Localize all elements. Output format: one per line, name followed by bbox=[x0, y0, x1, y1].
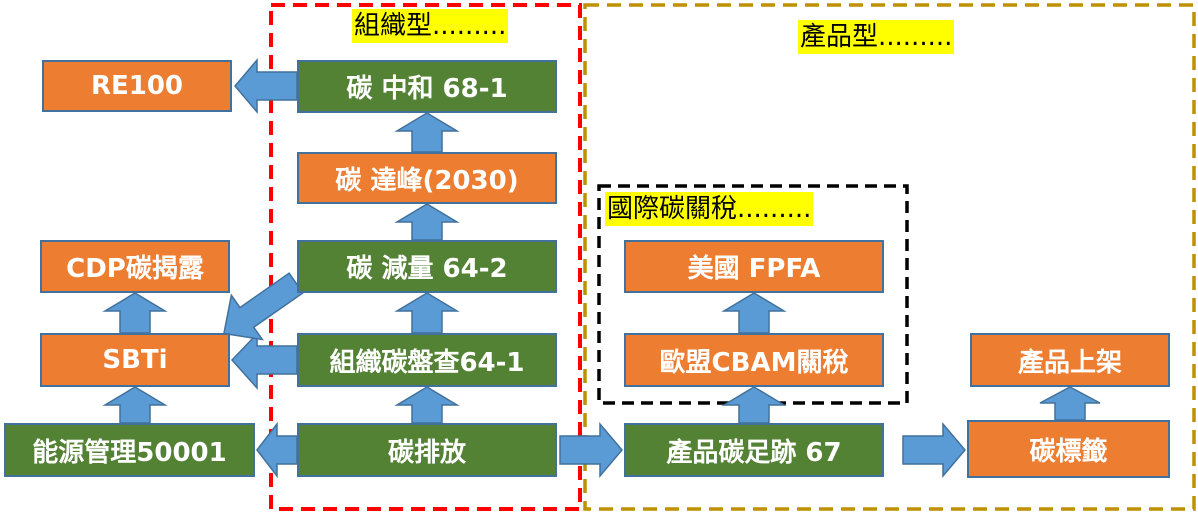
carbon-emission-box: 碳排放 bbox=[297, 423, 557, 477]
carbon-peak-box: 碳 達峰(2030) bbox=[297, 152, 557, 204]
arrow-right-to-label bbox=[902, 421, 966, 479]
carbon-neutral-box: 碳 中和 68-1 bbox=[297, 60, 557, 113]
arrow-up-to-reduction bbox=[394, 292, 460, 334]
product-group-border bbox=[583, 3, 1196, 511]
sbti-box: SBTi bbox=[40, 333, 230, 387]
product-footprint-box: 產品碳足跡 67 bbox=[624, 423, 884, 477]
arrow-up-to-neutral bbox=[394, 112, 460, 153]
arrow-up-to-fpfa bbox=[721, 292, 787, 334]
arrow-right-to-footprint bbox=[559, 421, 623, 479]
organizational-type-label: 組織型......... bbox=[352, 9, 509, 43]
product-type-label: 產品型......... bbox=[798, 20, 955, 54]
arrow-left-to-energy bbox=[256, 421, 298, 479]
eu-cbam-box: 歐盟CBAM關稅 bbox=[624, 333, 884, 387]
us-fpfa-box: 美國 FPFA bbox=[624, 240, 884, 293]
product-launch-box: 產品上架 bbox=[970, 333, 1170, 387]
re100-box: RE100 bbox=[42, 60, 232, 112]
organizational-group-border bbox=[269, 3, 582, 511]
arrow-up-to-launch bbox=[1039, 386, 1101, 421]
carbon-tariff-group-border bbox=[597, 184, 909, 405]
arrow-up-to-cdp bbox=[102, 292, 168, 334]
arrow-up-to-sbti bbox=[102, 386, 168, 424]
carbon-reduction-box: 碳 減量 64-2 bbox=[297, 240, 557, 293]
arrow-left-to-sbti bbox=[230, 332, 298, 390]
arrow-up-to-peak bbox=[394, 203, 460, 241]
arrow-diagonal-to-sbti bbox=[223, 272, 304, 341]
arrow-left-to-re100 bbox=[234, 57, 298, 115]
carbon-label-box: 碳標籤 bbox=[967, 420, 1170, 478]
arrow-up-to-cbam bbox=[721, 386, 787, 424]
arrow-up-to-inventory bbox=[394, 386, 460, 424]
cdp-box: CDP碳揭露 bbox=[40, 240, 230, 293]
carbon-tariff-label: 國際碳關稅......... bbox=[605, 192, 814, 226]
org-inventory-box: 組織碳盤查64-1 bbox=[297, 333, 557, 387]
energy-management-box: 能源管理50001 bbox=[4, 423, 255, 477]
